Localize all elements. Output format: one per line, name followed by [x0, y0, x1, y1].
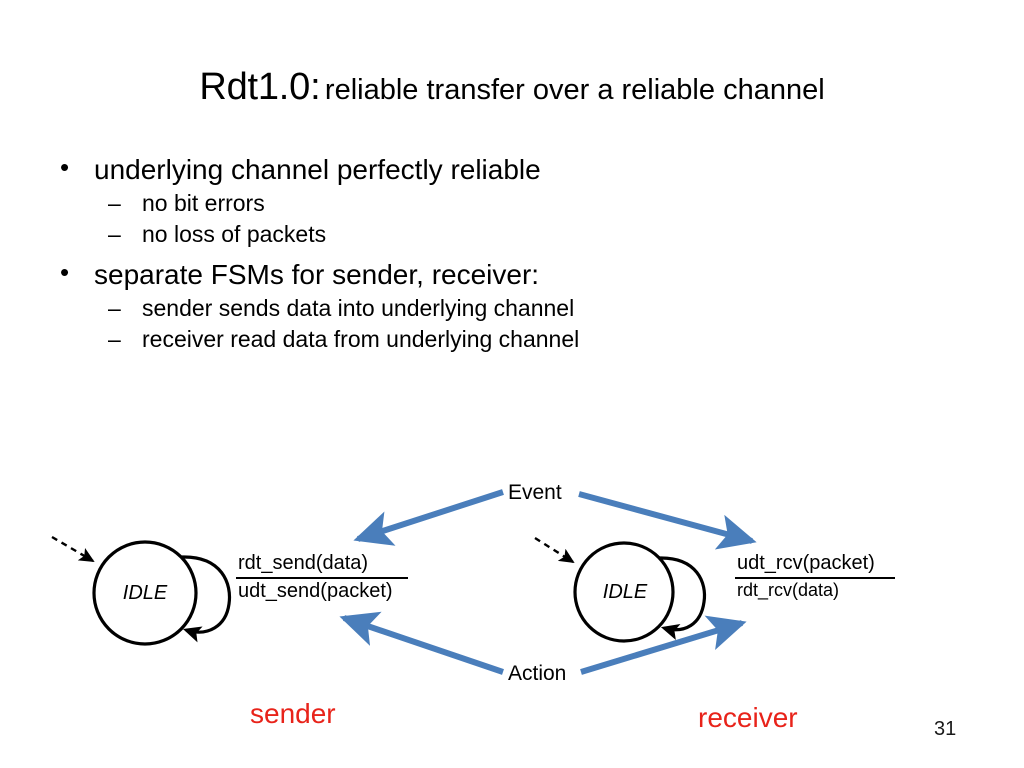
receiver-transition-event: udt_rcv(packet) — [737, 552, 875, 574]
sender-transition-event: rdt_send(data) — [238, 552, 369, 574]
sender-start-arrow — [51, 535, 95, 563]
title-sub-text: reliable transfer over a reliable channe… — [324, 74, 825, 106]
sender-transition-action: udt_send(packet) — [238, 579, 393, 602]
sub-bullet-text: receiver read data from underlying chann… — [142, 326, 580, 353]
receiver-transition-label: udt_rcv(packet) rdt_rcv(data) — [735, 552, 895, 601]
page-title: Rdt1.0: reliable transfer over a reliabl… — [0, 68, 1024, 106]
bullet-list: • underlying channel perfectly reliable … — [52, 152, 852, 358]
bullet-item: • separate FSMs for sender, receiver: — [52, 257, 852, 291]
sender-self-loop-arrow — [181, 555, 232, 643]
action-arrow-to-receiver — [580, 615, 747, 675]
sub-bullet-item: – receiver read data from underlying cha… — [52, 327, 852, 351]
sender-transition-divider — [236, 576, 408, 579]
bullet-marker-dot: • — [60, 257, 70, 288]
receiver-transition-divider — [735, 576, 895, 579]
event-annotation-label: Event — [508, 481, 562, 504]
sender-state-label: IDLE — [122, 582, 168, 604]
event-arrow-to-sender — [353, 489, 504, 546]
bullet-marker-dot: • — [60, 152, 70, 182]
sub-bullet-item: – sender sends data into underlying chan… — [52, 296, 852, 320]
action-annotation-label: Action — [508, 662, 567, 685]
receiver-start-arrow — [534, 536, 575, 564]
bullet-item: • underlying channel perfectly reliable — [52, 152, 852, 185]
receiver-state-label: IDLE — [602, 581, 648, 603]
title-main-text: Rdt1.0: — [199, 66, 321, 108]
action-arrow-to-sender — [339, 611, 504, 675]
sender-transition-label: rdt_send(data) udt_send(packet) — [236, 552, 408, 603]
event-arrow-to-receiver — [578, 491, 757, 550]
receiver-role-caption: receiver — [698, 702, 798, 733]
bullet-marker-dash: – — [108, 326, 121, 353]
receiver-self-loop-arrow — [658, 556, 707, 641]
receiver-transition-action: rdt_rcv(data) — [737, 579, 840, 600]
sub-bullet-text: sender sends data into underlying channe… — [142, 294, 575, 321]
bullet-text: underlying channel perfectly reliable — [94, 154, 541, 185]
sub-bullet-item: – no bit errors — [52, 191, 852, 215]
bullet-marker-dash: – — [108, 220, 121, 247]
page-number: 31 — [934, 718, 957, 740]
sub-bullet-text: no loss of packets — [142, 220, 327, 247]
sub-bullet-item: – no loss of packets — [52, 222, 852, 246]
bullet-marker-dash: – — [108, 189, 121, 216]
bullet-text: separate FSMs for sender, receiver: — [94, 259, 540, 291]
bullet-marker-dash: – — [108, 294, 121, 321]
sender-role-caption: sender — [250, 698, 336, 729]
sub-bullet-text: no bit errors — [142, 189, 265, 216]
